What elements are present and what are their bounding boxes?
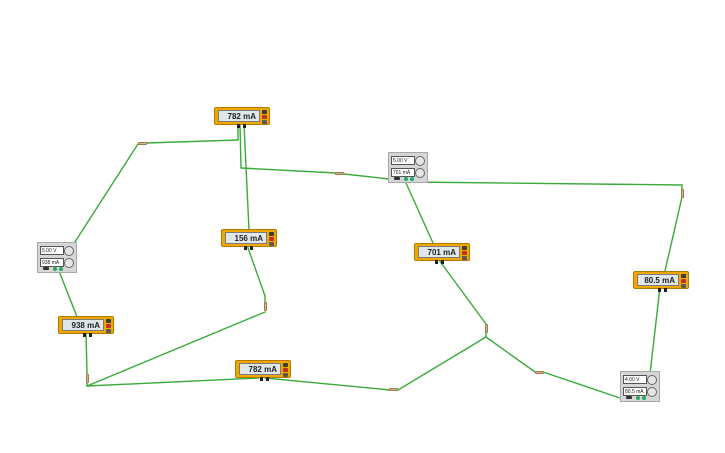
power-supply[interactable]: 4.00 V 80.5 mA bbox=[620, 371, 660, 402]
wire[interactable] bbox=[240, 167, 337, 174]
ammeter-reading: 938 mA bbox=[62, 319, 104, 331]
ammeter[interactable]: 156 mA bbox=[221, 229, 277, 250]
knob-icon bbox=[262, 110, 267, 114]
knob-icon bbox=[269, 237, 274, 241]
knob-icon bbox=[681, 279, 686, 283]
ammeter-reading: 782 mA bbox=[239, 363, 281, 375]
wire[interactable] bbox=[405, 182, 434, 244]
terminal[interactable] bbox=[250, 246, 253, 250]
terminal[interactable] bbox=[89, 333, 92, 337]
ammeter[interactable]: 701 mA bbox=[414, 243, 470, 264]
terminal[interactable] bbox=[441, 260, 444, 264]
negative-terminal[interactable] bbox=[626, 396, 632, 399]
resistor[interactable] bbox=[535, 371, 544, 374]
knob-icon bbox=[262, 115, 267, 119]
wire[interactable] bbox=[85, 331, 88, 375]
positive-terminal[interactable] bbox=[410, 177, 414, 181]
terminal[interactable] bbox=[237, 124, 240, 128]
knob-icon bbox=[262, 120, 267, 124]
ammeter[interactable]: 782 mA bbox=[214, 107, 270, 128]
knob-icon bbox=[462, 256, 467, 260]
current-dial-icon[interactable] bbox=[647, 387, 657, 397]
knob-icon bbox=[269, 232, 274, 236]
knob-icon bbox=[106, 319, 111, 323]
voltage-dial-icon[interactable] bbox=[647, 375, 657, 385]
voltage-dial-icon[interactable] bbox=[415, 156, 425, 166]
knob-icon bbox=[106, 329, 111, 333]
current-display: 938 mA bbox=[40, 258, 64, 267]
ammeter[interactable]: 782 mA bbox=[235, 360, 291, 381]
wire[interactable] bbox=[239, 123, 242, 169]
knob-icon bbox=[283, 363, 288, 367]
wire[interactable] bbox=[438, 259, 487, 325]
knob-icon bbox=[681, 274, 686, 278]
current-dial-icon[interactable] bbox=[64, 258, 74, 268]
resistor[interactable] bbox=[681, 189, 684, 198]
terminal[interactable] bbox=[664, 288, 667, 292]
ammeter-reading: 782 mA bbox=[218, 110, 260, 122]
positive-terminal[interactable] bbox=[636, 396, 640, 400]
ammeter[interactable]: 80.5 mA bbox=[633, 271, 689, 292]
wire[interactable] bbox=[246, 244, 266, 297]
wire[interactable] bbox=[86, 311, 266, 387]
knob-icon bbox=[269, 242, 274, 246]
positive-terminal[interactable] bbox=[53, 267, 57, 271]
current-display: 701 mA bbox=[391, 168, 415, 177]
positive-terminal[interactable] bbox=[642, 396, 646, 400]
resistor[interactable] bbox=[264, 302, 267, 311]
resistor[interactable] bbox=[485, 324, 488, 333]
voltage-display: 5.00 V bbox=[40, 246, 64, 255]
resistor[interactable] bbox=[86, 374, 89, 383]
negative-terminal[interactable] bbox=[394, 177, 400, 180]
wire[interactable] bbox=[397, 336, 487, 391]
wire[interactable] bbox=[86, 377, 260, 387]
wire[interactable] bbox=[485, 336, 536, 373]
terminal[interactable] bbox=[435, 260, 438, 264]
wire[interactable] bbox=[264, 377, 391, 391]
knob-icon bbox=[681, 284, 686, 288]
resistor[interactable] bbox=[335, 172, 344, 175]
power-supply[interactable]: 5.00 V 938 mA bbox=[37, 242, 77, 273]
power-supply[interactable]: 5.00 V 701 mA bbox=[388, 152, 428, 183]
terminal[interactable] bbox=[83, 333, 86, 337]
positive-terminal[interactable] bbox=[59, 267, 63, 271]
voltage-display: 5.00 V bbox=[391, 156, 415, 165]
terminal[interactable] bbox=[266, 377, 269, 381]
wire[interactable] bbox=[664, 196, 683, 272]
ammeter-reading: 80.5 mA bbox=[637, 274, 679, 286]
wire[interactable] bbox=[542, 371, 627, 401]
knob-icon bbox=[462, 246, 467, 250]
resistor[interactable] bbox=[389, 388, 398, 391]
ammeter[interactable]: 938 mA bbox=[58, 316, 114, 337]
ammeter-reading: 701 mA bbox=[418, 246, 460, 258]
terminal[interactable] bbox=[243, 124, 246, 128]
current-display: 80.5 mA bbox=[623, 387, 647, 396]
resistor[interactable] bbox=[138, 142, 147, 145]
terminal[interactable] bbox=[658, 288, 661, 292]
wire[interactable] bbox=[145, 139, 239, 144]
current-dial-icon[interactable] bbox=[415, 168, 425, 178]
ammeter-reading: 156 mA bbox=[225, 232, 267, 244]
voltage-dial-icon[interactable] bbox=[64, 246, 74, 256]
knob-icon bbox=[283, 373, 288, 377]
voltage-display: 4.00 V bbox=[623, 375, 647, 384]
knob-icon bbox=[283, 368, 288, 372]
positive-terminal[interactable] bbox=[404, 177, 408, 181]
knob-icon bbox=[462, 251, 467, 255]
wire[interactable] bbox=[243, 123, 250, 231]
terminal[interactable] bbox=[260, 377, 263, 381]
negative-terminal[interactable] bbox=[43, 267, 49, 270]
wire[interactable] bbox=[407, 181, 683, 186]
knob-icon bbox=[106, 324, 111, 328]
terminal[interactable] bbox=[244, 246, 247, 250]
